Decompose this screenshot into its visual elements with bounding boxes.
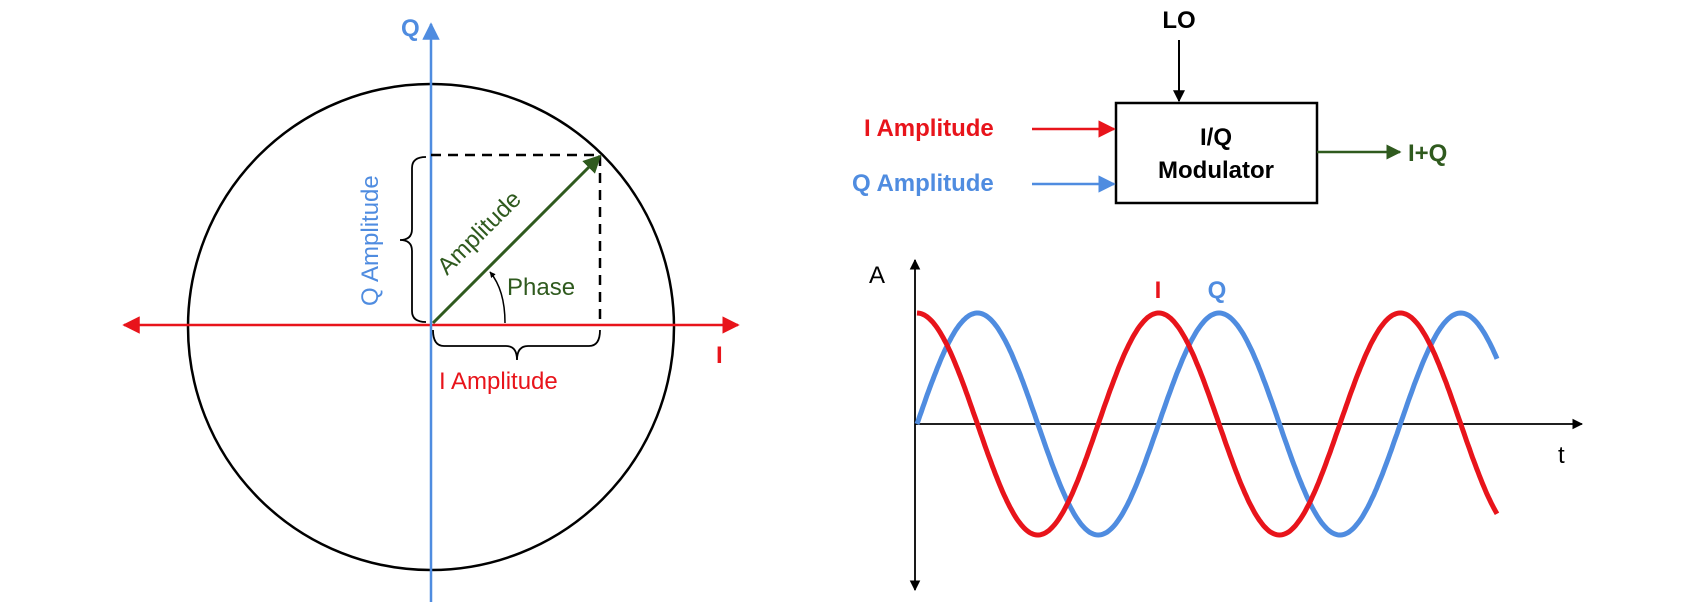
- q-axis-label: Q: [401, 15, 420, 42]
- amplitude-label: Amplitude: [432, 186, 527, 281]
- i-amplitude-brace: [432, 329, 601, 361]
- waveform-chart: A t I Q: [869, 258, 1584, 592]
- phase-label: Phase: [507, 274, 575, 301]
- series-q-label: Q: [1208, 277, 1227, 304]
- phase-arc: [489, 271, 506, 324]
- constellation-diagram: Q I Amplitude Phase Q Amplitude I Amplit…: [122, 15, 740, 602]
- output-label: I+Q: [1408, 140, 1447, 167]
- series-i-label: I: [1155, 277, 1162, 304]
- q-amplitude-brace: [399, 156, 427, 323]
- modulator-block-diagram: LO I/Q Modulator I Amplitude Q Amplitude…: [852, 7, 1447, 205]
- i-input-label: I Amplitude: [864, 115, 994, 142]
- projection-lines: [431, 153, 602, 325]
- lo-label: LO: [1162, 7, 1195, 34]
- series-q-line: [914, 310, 1500, 538]
- amplitude-vector: [431, 154, 602, 325]
- modulator-label-line2: Modulator: [1158, 157, 1274, 184]
- modulator-box: [1114, 101, 1319, 205]
- modulator-label-line1: I/Q: [1200, 124, 1232, 151]
- i-amplitude-label: I Amplitude: [439, 368, 558, 395]
- y-axis-label: A: [869, 262, 885, 289]
- q-amplitude-label: Q Amplitude: [357, 175, 384, 306]
- i-axis-label: I: [716, 342, 723, 369]
- x-axis-label: t: [1558, 442, 1565, 469]
- series-i-line: [916, 310, 1500, 538]
- q-input-label: Q Amplitude: [852, 170, 994, 197]
